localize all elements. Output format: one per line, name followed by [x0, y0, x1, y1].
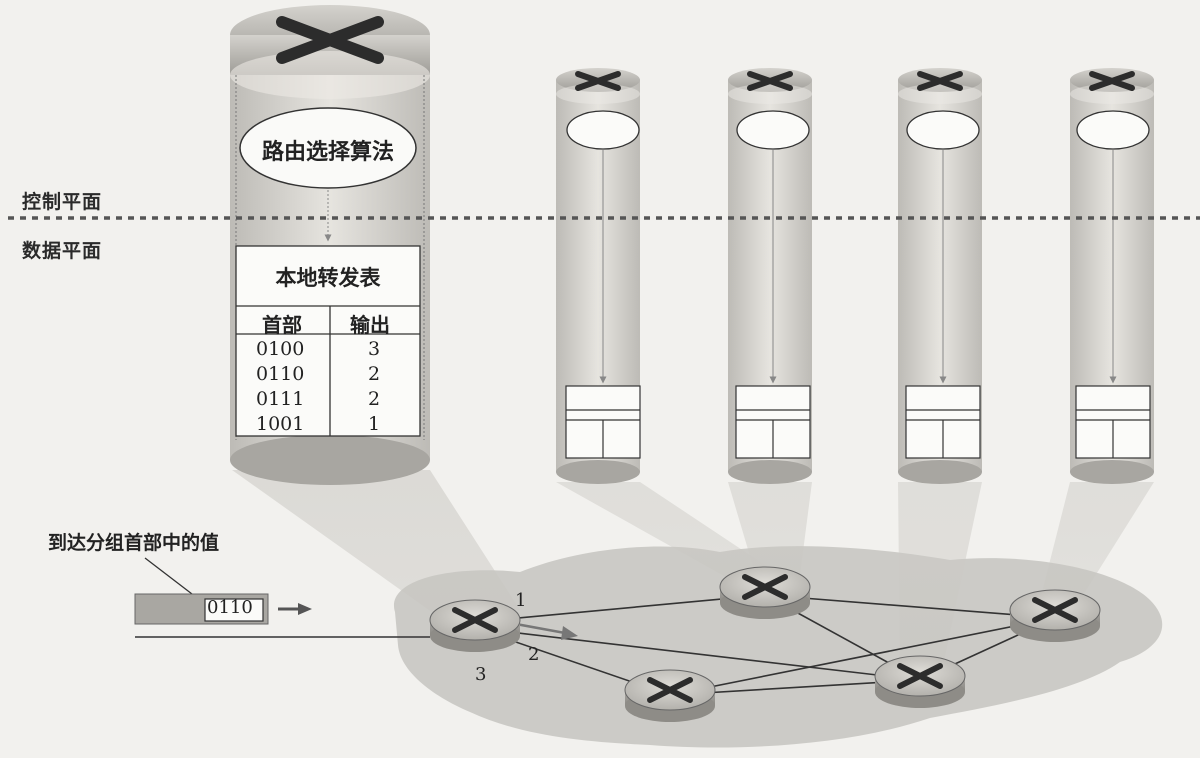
algorithm-ellipse-3: [907, 111, 979, 149]
router-cylinder-3: [898, 68, 982, 484]
port-label-1: 1: [515, 590, 526, 611]
table-cell-output: 1: [368, 413, 380, 435]
table-cell-header: 0110: [256, 363, 304, 385]
router-right: [1010, 590, 1100, 642]
table-cell-header: 0111: [256, 388, 304, 410]
router-cylinder-1: [556, 68, 640, 484]
table-cell-output: 2: [368, 363, 380, 385]
table-cell-header: 0100: [256, 338, 304, 360]
packet-header-value: 0110: [207, 597, 253, 618]
table-cell-output: 3: [368, 338, 380, 360]
port-label-2: 2: [528, 644, 539, 665]
router-bottom-left: [625, 670, 715, 722]
algorithm-ellipse-1: [567, 111, 639, 149]
control-plane-label: 控制平面: [22, 187, 102, 214]
algorithm-ellipse-4: [1077, 111, 1149, 149]
data-plane-label: 数据平面: [22, 236, 102, 263]
forwarding-table-title: 本地转发表: [236, 262, 420, 292]
port-label-3: 3: [475, 664, 486, 685]
table-cell-header: 1001: [256, 413, 304, 435]
table-output-col: 输出: [350, 309, 390, 338]
router-top: [720, 567, 810, 619]
table-header-col: 首部: [262, 309, 302, 338]
packet-header-label: 到达分组首部中的值: [48, 528, 219, 555]
router-cylinder-4: [1070, 68, 1154, 484]
router-ingress: [430, 600, 520, 652]
table-cell-output: 2: [368, 388, 380, 410]
router-bottom-right: [875, 656, 965, 708]
router-cylinder-2: [728, 68, 812, 484]
routing-algorithm-label: 路由选择算法: [238, 134, 418, 166]
algorithm-ellipse-2: [737, 111, 809, 149]
